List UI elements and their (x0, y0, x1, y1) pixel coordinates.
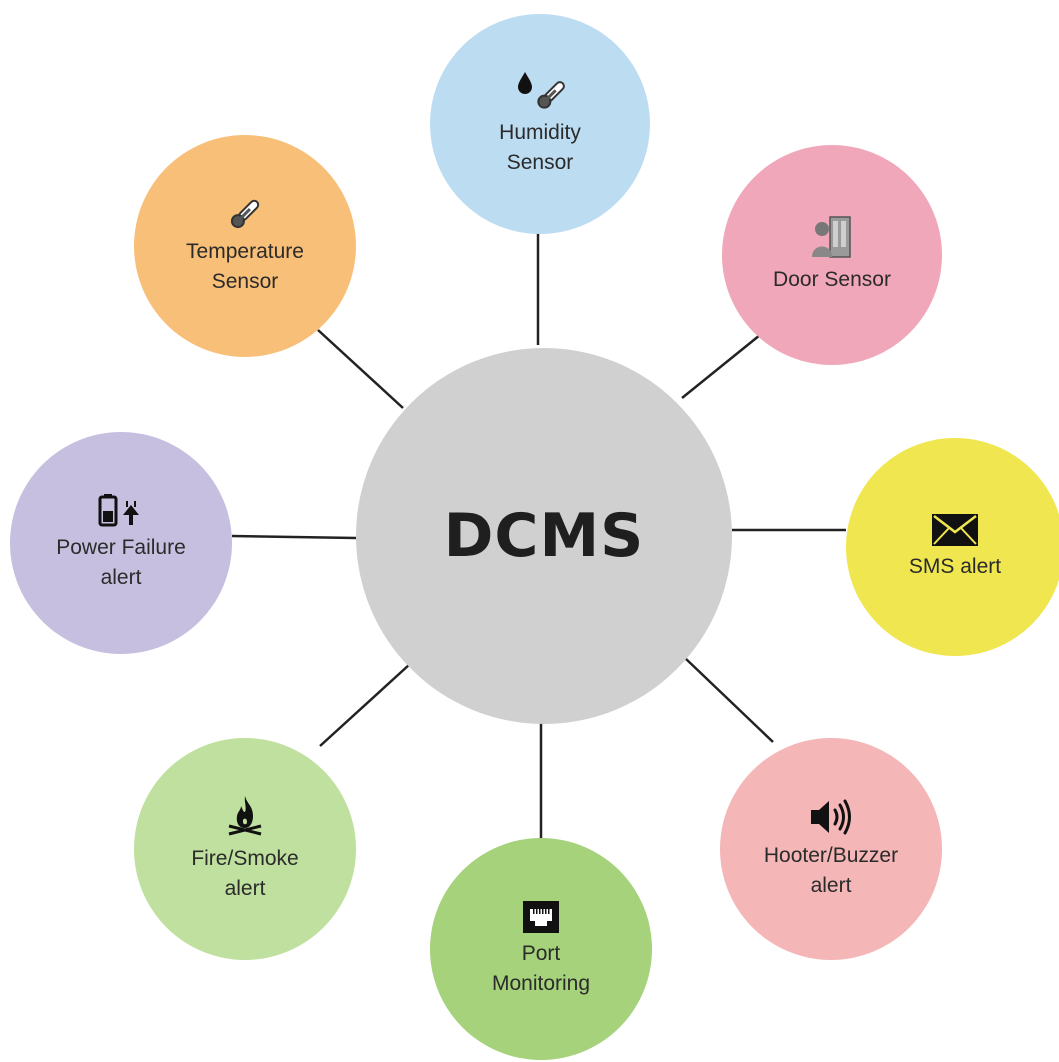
node-label-line-1: Fire/Smoke (191, 846, 299, 870)
humidity-sensor-node: Humidity Sensor (430, 14, 650, 234)
node-label-line-1: Hooter/Buzzer (763, 843, 899, 867)
sms-alert-node: SMS alert (846, 438, 1059, 656)
dcms-center-node: DCMS (356, 348, 732, 724)
port-monitoring-node: Port Monitoring (430, 838, 652, 1060)
thermometer-icon (230, 199, 260, 228)
power-failure-alert-node: Power Failure alert (10, 432, 232, 654)
node-label-line-2: Sensor (506, 151, 574, 174)
door-sensor-node: Door Sensor (722, 145, 942, 365)
fire-icon (228, 795, 262, 836)
door-icon (812, 216, 851, 258)
ethernet-port-icon (523, 900, 559, 933)
speaker-icon (811, 799, 851, 835)
connector-fire (319, 663, 411, 747)
node-label-line-2: alert (224, 877, 266, 900)
hooter-buzzer-alert-node: Hooter/Buzzer alert (720, 738, 942, 960)
node-label-line-1: Port (521, 941, 561, 965)
node-label-line-1: Power Failure (56, 535, 186, 559)
node-label-line-1: Humidity (499, 120, 581, 144)
node-label-line-2: Monitoring (491, 972, 591, 995)
connector-hooter (684, 657, 774, 743)
connector-door (681, 334, 761, 399)
fire-smoke-alert-node: Fire/Smoke alert (134, 738, 356, 960)
node-label-line-1: Temperature (186, 239, 304, 263)
connector-power (231, 534, 357, 540)
node-label-line-1: SMS alert (908, 554, 1002, 578)
humidity-icon (518, 71, 565, 109)
node-label-line-2: alert (100, 566, 142, 589)
envelope-icon (932, 513, 978, 546)
temperature-sensor-node: Temperature Sensor (134, 135, 356, 357)
center-label: DCMS (443, 501, 645, 571)
connector-temperature (317, 329, 404, 409)
node-label-line-2: Sensor (211, 270, 279, 293)
battery-plug-icon (98, 493, 139, 527)
node-label-line-1: Door Sensor (773, 267, 891, 291)
node-label-line-2: alert (810, 874, 852, 897)
